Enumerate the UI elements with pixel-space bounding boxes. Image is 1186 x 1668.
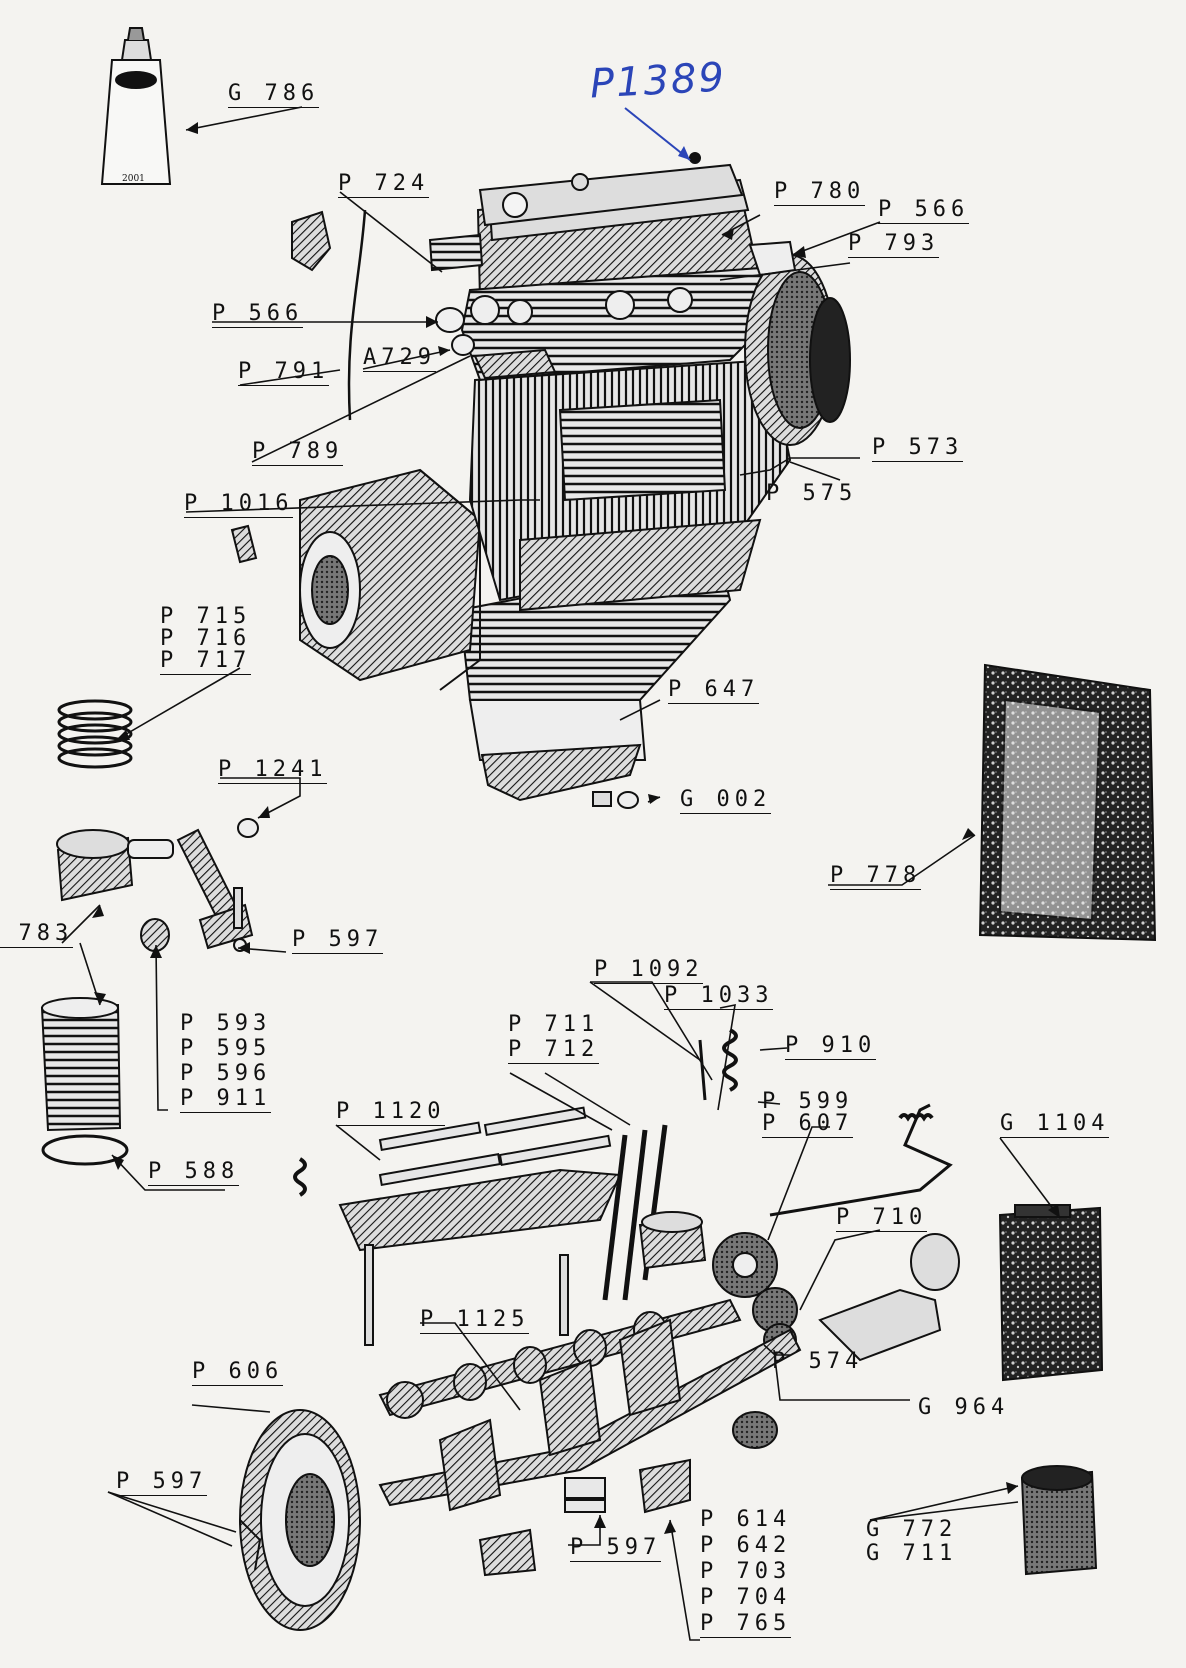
- label-p599: P 599: [762, 1089, 854, 1114]
- label-p566-left: P 566: [212, 301, 304, 328]
- label-p1092: P 1092: [594, 957, 704, 984]
- label-a729: A729: [363, 345, 436, 372]
- head-gasket: [978, 663, 1157, 942]
- timing-gears: [712, 1232, 798, 1357]
- piston-rings: [57, 699, 133, 769]
- label-p715: P 715: [160, 604, 252, 629]
- label-p575: P 575: [766, 481, 858, 506]
- crank-handle: [769, 1103, 953, 1217]
- label-p765: P 765: [700, 1611, 792, 1638]
- label-p704: P 704: [700, 1585, 792, 1610]
- piston-conrod: [56, 818, 259, 952]
- crankshaft: [378, 1233, 960, 1512]
- label-g002: G 002: [680, 787, 772, 814]
- label-p566-right: P 566: [878, 197, 970, 224]
- label-p911: P 911: [180, 1086, 272, 1113]
- label-p910: P 910: [785, 1033, 877, 1060]
- label-p597-conrod: P 597: [292, 927, 384, 954]
- label-p642: P 642: [700, 1533, 792, 1558]
- label-p595: P 595: [180, 1036, 272, 1061]
- label-p588: P 588: [148, 1159, 240, 1186]
- cylinder-liner: [40, 997, 129, 1166]
- label-g1104: G 1104: [1000, 1111, 1110, 1138]
- label-p597-bearing: P 597: [570, 1535, 662, 1562]
- label-p597-flywheel: P 597: [116, 1469, 208, 1496]
- label-p1120: P 1120: [336, 1099, 446, 1126]
- label-p789: P 789: [252, 439, 344, 466]
- label-p717: P 717: [160, 648, 252, 675]
- valve-train: [293, 1028, 738, 1346]
- label-p647: P 647: [668, 677, 760, 704]
- engine-assembly: [299, 152, 851, 802]
- grease-tube: [100, 27, 172, 185]
- arrowheads: [92, 122, 1060, 1534]
- flywheel: [239, 1409, 361, 1631]
- label-p1125: P 1125: [420, 1307, 530, 1334]
- label-p780: P 780: [774, 179, 866, 206]
- leader-lines: [61, 106, 1061, 1641]
- label-p573: P 573: [872, 435, 964, 462]
- label-g711: G 711: [866, 1541, 958, 1566]
- oil-can: [998, 1204, 1104, 1382]
- bearing-shells: [478, 1411, 778, 1577]
- grease-tin: [1020, 1465, 1098, 1576]
- label-p712: P 712: [508, 1037, 600, 1064]
- label-p791: P 791: [238, 359, 330, 386]
- label-p711: P 711: [508, 1012, 600, 1037]
- label-p1016: P 1016: [184, 491, 294, 518]
- label-p716: P 716: [160, 626, 252, 651]
- small-parts-top: [230, 209, 639, 809]
- label-p1241: P 1241: [218, 757, 328, 784]
- label-g786: G 786: [228, 81, 320, 108]
- label-p724: P 724: [338, 171, 430, 198]
- label-g964: G 964: [918, 1395, 1010, 1420]
- label-p596: P 596: [180, 1061, 272, 1086]
- label-p710: P 710: [836, 1205, 928, 1232]
- label-p606: P 606: [192, 1359, 284, 1386]
- label-p793: P 793: [848, 231, 940, 258]
- label-p703: P 703: [700, 1559, 792, 1584]
- label-p614: P 614: [700, 1507, 792, 1532]
- label-g772: G 772: [866, 1517, 958, 1542]
- label-p783: P 783: [0, 922, 74, 948]
- label-p593: P 593: [180, 1011, 272, 1036]
- label-p1033: P 1033: [664, 983, 774, 1010]
- tube-label-text: 2001: [122, 174, 145, 184]
- label-p607: P 607: [762, 1111, 854, 1138]
- handwritten-part-number: P1389: [588, 54, 728, 108]
- label-p778: P 778: [830, 863, 922, 890]
- label-p574: P 574: [772, 1349, 864, 1374]
